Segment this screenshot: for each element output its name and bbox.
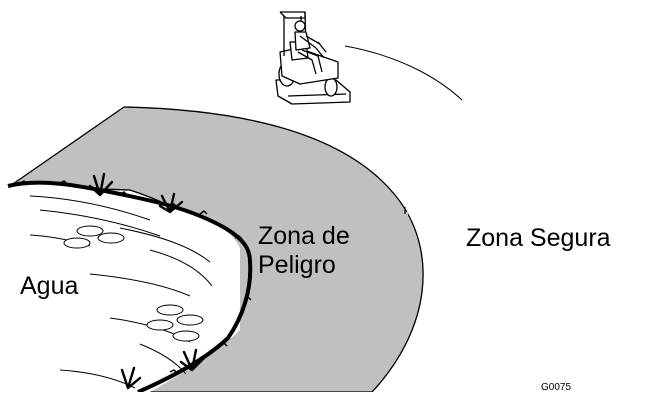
- danger-zone-label: Zona de Peligro: [258, 222, 350, 280]
- aquatic-plant-icon: [88, 172, 206, 390]
- shoreline-bank: [7, 180, 253, 392]
- danger-zone-label-line1: Zona de: [258, 222, 350, 250]
- figure-code: G0075: [541, 382, 572, 393]
- pebble-icon: [63, 225, 204, 342]
- shoreline-texture: [19, 180, 252, 374]
- water-label: Agua: [20, 272, 79, 300]
- danger-zone-label-line2: Peligro: [258, 251, 336, 279]
- danger-zone-label-backing: [240, 212, 408, 330]
- safe-zone-label: Zona Segura: [466, 224, 611, 252]
- zero-turn-riding-mower-icon: [275, 11, 351, 105]
- safe-zone-arc: [344, 45, 463, 101]
